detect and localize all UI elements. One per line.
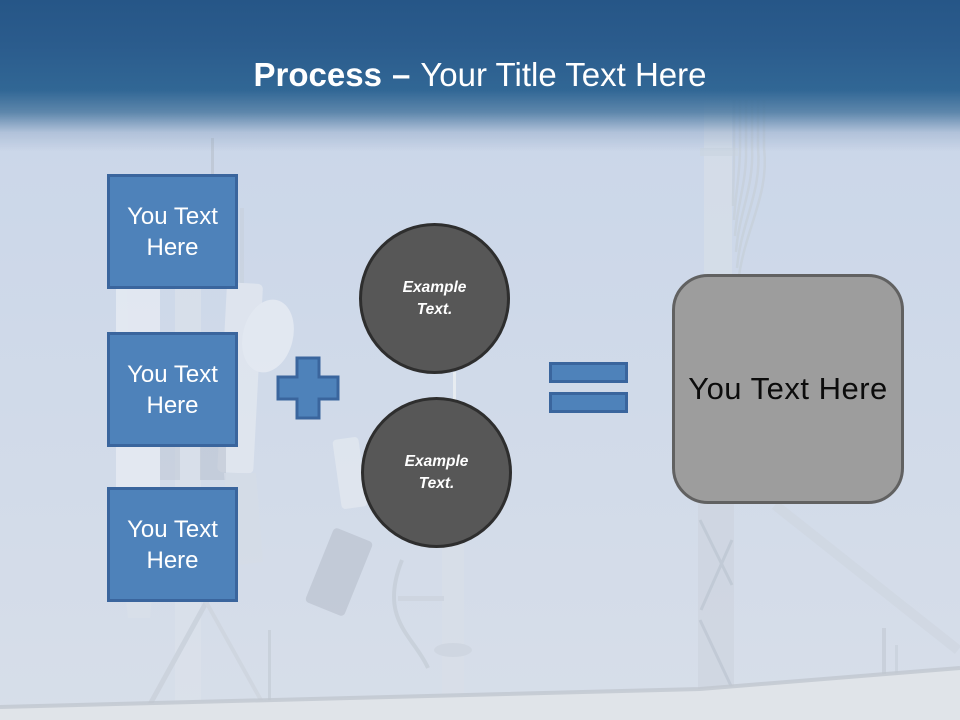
example-circle-2-line2: Text. [418,474,455,492]
title-rest-text: Your Title Text Here [420,56,707,93]
input-box-1-line1: You Text [127,202,218,230]
example-circle-2[interactable]: Example Text. [361,397,512,548]
equals-icon[interactable] [549,362,628,413]
rooftop-photo [0,666,960,720]
input-box-2-line2: Here [146,391,199,419]
input-box-3-line1: You Text [127,515,218,543]
right-tower-photo [698,96,960,720]
title-bold-text: Process [253,56,382,93]
example-circle-1-line1: Example [402,278,467,296]
input-box-2-line1: You Text [127,360,218,388]
equals-bottom-bar [549,392,628,413]
example-circle-2-line1: Example [404,452,469,470]
input-box-1-line2: Here [146,233,199,261]
circle-connector-line [453,372,456,400]
header-band [0,0,960,156]
title-dash: – [391,56,411,93]
equals-top-bar [549,362,628,383]
result-box[interactable]: You Text Here [672,274,904,504]
center-pole-photo [305,437,472,703]
input-box-3[interactable]: You Text Here [107,487,238,602]
plus-icon[interactable] [275,355,341,421]
input-box-2[interactable]: You Text Here [107,332,238,447]
example-circle-1-line2: Text. [416,300,453,318]
example-circle-1[interactable]: Example Text. [359,223,510,374]
input-box-1[interactable]: You Text Here [107,174,238,289]
result-box-label: You Text Here [688,371,888,406]
input-box-3-line2: Here [146,546,199,574]
slide-title[interactable]: Process–Your Title Text Here [0,56,960,94]
